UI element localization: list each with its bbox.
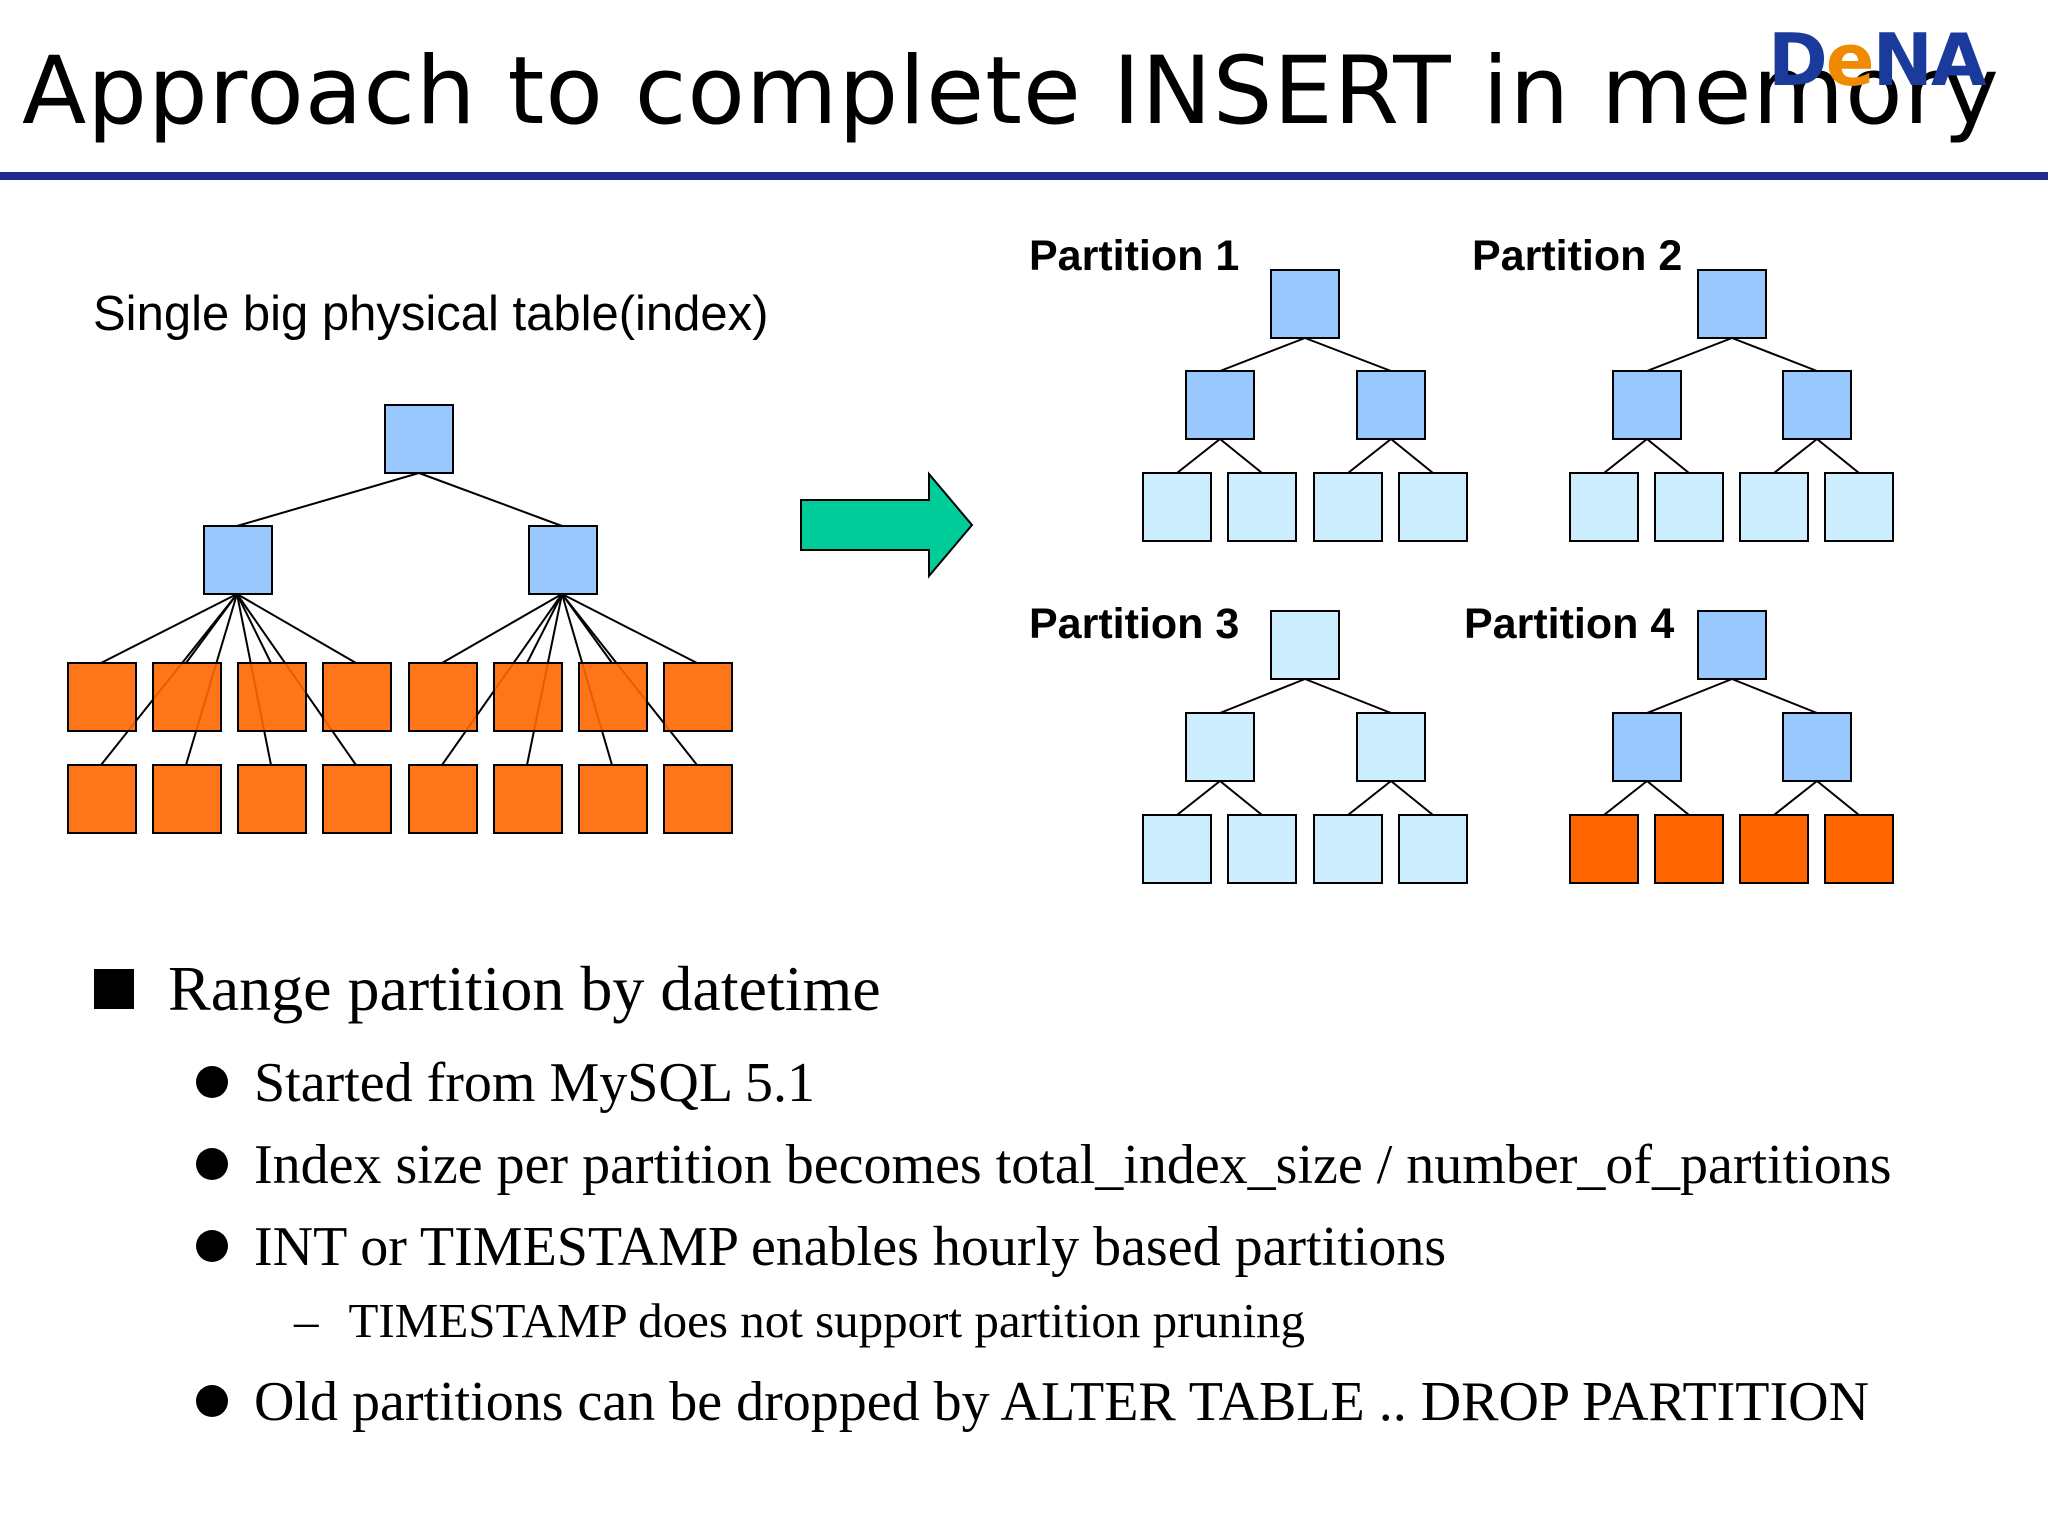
leaf-node <box>322 662 392 732</box>
leaf-node <box>237 764 307 834</box>
partition-leaf <box>1142 814 1212 884</box>
slide-title: Approach to complete INSERT in memory <box>22 37 2000 146</box>
partition-leaf <box>1654 814 1724 884</box>
title-rule <box>0 172 2048 180</box>
single-table-label: Single big physical table(index) <box>93 287 769 341</box>
bullet-item: Index size per partition becomes total_i… <box>196 1133 1892 1197</box>
internal-node-left <box>203 525 273 595</box>
partition-leaf <box>1313 814 1383 884</box>
logo-part-3: NA <box>1872 18 1987 102</box>
leaf-node <box>67 764 137 834</box>
partition-leaf <box>1227 814 1297 884</box>
partition-node <box>1782 712 1852 782</box>
leaf-node <box>408 764 478 834</box>
partition-node <box>1356 370 1426 440</box>
bullet-item: Old partitions can be dropped by ALTER T… <box>196 1370 1869 1434</box>
transform-arrow-icon <box>800 471 974 579</box>
partition-leaf <box>1654 472 1724 542</box>
bullet-item-text: INT or TIMESTAMP enables hourly based pa… <box>254 1216 1447 1278</box>
bullet-item-text: Old partitions can be dropped by ALTER T… <box>254 1371 1870 1433</box>
sub-bullet-text: TIMESTAMP does not support partition pru… <box>348 1293 1306 1348</box>
main-bullet-text: Range partition by datetime <box>168 953 881 1024</box>
partition-leaf <box>1739 814 1809 884</box>
partition-node <box>1356 712 1426 782</box>
partition-2-tree <box>1569 269 1894 542</box>
bullet-item: INT or TIMESTAMP enables hourly based pa… <box>196 1215 1446 1279</box>
partition-leaf <box>1739 472 1809 542</box>
partition-node <box>1270 610 1340 680</box>
partition-3-tree <box>1142 610 1468 884</box>
dena-logo: DeNA <box>1768 18 1987 102</box>
logo-part-1: D <box>1768 18 1828 102</box>
partition-node <box>1782 370 1852 440</box>
leaf-node <box>237 662 307 732</box>
partition-3-label: Partition 3 <box>1029 600 1240 648</box>
partition-leaf <box>1824 472 1894 542</box>
leaf-node <box>67 662 137 732</box>
dash-bullet-icon: – <box>294 1293 319 1348</box>
main-bullet: Range partition by datetime <box>94 952 881 1026</box>
square-bullet-icon <box>94 969 134 1010</box>
partition-leaf <box>1227 472 1297 542</box>
round-bullet-icon <box>196 1066 228 1099</box>
leaf-node <box>578 764 648 834</box>
logo-part-2: e <box>1825 18 1875 102</box>
partition-leaf <box>1569 472 1639 542</box>
partition-leaf <box>1398 814 1468 884</box>
partition-leaf <box>1398 472 1468 542</box>
round-bullet-icon <box>196 1148 228 1181</box>
leaf-node <box>152 764 222 834</box>
leaf-node <box>408 662 478 732</box>
bullet-item-text: Started from MySQL 5.1 <box>254 1052 815 1114</box>
partition-leaf <box>1569 814 1639 884</box>
partition-1-label: Partition 1 <box>1029 232 1240 280</box>
partition-4-label: Partition 4 <box>1464 600 1675 648</box>
bullet-item-text: Index size per partition becomes total_i… <box>254 1134 1892 1196</box>
partition-node <box>1612 712 1682 782</box>
partition-node <box>1697 610 1767 680</box>
leaf-node <box>493 764 563 834</box>
partition-node <box>1612 370 1682 440</box>
leaf-node <box>322 764 392 834</box>
partition-node <box>1697 269 1767 339</box>
partition-leaf <box>1824 814 1894 884</box>
sub-bullet-item: –TIMESTAMP does not support partition pr… <box>294 1292 1305 1349</box>
leaf-node <box>493 662 563 732</box>
leaf-node <box>663 662 733 732</box>
root-node <box>384 404 454 474</box>
internal-node-right <box>528 525 598 595</box>
partition-node <box>1185 370 1255 440</box>
leaf-node <box>578 662 648 732</box>
partition-leaf <box>1142 472 1212 542</box>
partition-1-tree <box>1142 269 1468 542</box>
partition-4-tree <box>1569 610 1894 884</box>
leaf-node <box>663 764 733 834</box>
partition-node <box>1270 269 1340 339</box>
single-tree <box>67 404 733 834</box>
partition-2-label: Partition 2 <box>1472 232 1683 280</box>
round-bullet-icon <box>196 1230 228 1263</box>
partition-node <box>1185 712 1255 782</box>
partition-leaf <box>1313 472 1383 542</box>
bullet-item: Started from MySQL 5.1 <box>196 1051 815 1115</box>
round-bullet-icon <box>196 1385 228 1418</box>
leaf-node <box>152 662 222 732</box>
